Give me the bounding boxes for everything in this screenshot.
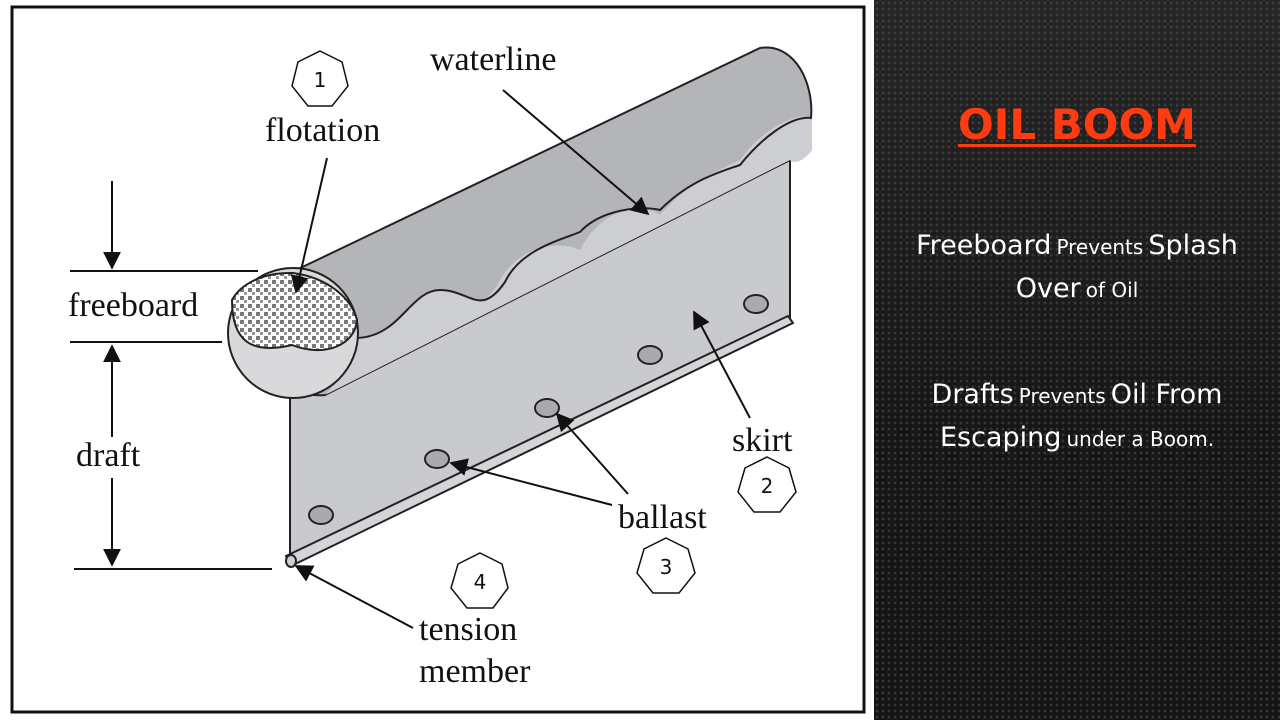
marker-ballast-number: 3	[660, 555, 673, 579]
ballast-label: ballast	[618, 499, 707, 536]
under-a-boom-words: under a Boom.	[1066, 427, 1215, 451]
marker-flotation: 1	[291, 50, 349, 107]
marker-tension-member: 4	[450, 552, 509, 609]
draft-label: draft	[76, 437, 141, 474]
waterline-label: waterline	[430, 41, 557, 78]
marker-skirt: 2	[737, 456, 797, 513]
waterline-arrow	[502, 89, 650, 216]
diagram-frame	[10, 5, 866, 714]
flotation-arrow	[290, 157, 328, 294]
ballast-weight	[637, 345, 663, 365]
skirt-arrow	[693, 310, 751, 419]
tension-member-label-line2: member	[419, 653, 531, 690]
freeboard-description: Freeboard Prevents Splash Over of Oil	[884, 226, 1270, 312]
freeboard-word: Freeboard	[916, 230, 1052, 261]
freeboard-label: freeboard	[68, 287, 198, 324]
flotation-foam-section	[230, 271, 359, 352]
slide-title: OIL BOOM	[958, 100, 1196, 149]
marker-ballast: 3	[636, 537, 696, 594]
splash-word: Splash	[1148, 230, 1238, 261]
prevents-word: Prevents	[1018, 384, 1106, 408]
oil-boom-diagram: waterline flotation freeboard draft skir…	[10, 5, 866, 714]
tension-member-arrow	[294, 565, 414, 629]
oil-from-words: Oil From	[1110, 379, 1223, 410]
ballast-arrow-right	[555, 412, 629, 495]
flotation-label: flotation	[265, 112, 380, 149]
marker-tension-member-number: 4	[474, 570, 487, 594]
escaping-word: Escaping	[939, 422, 1062, 453]
ballast-weight	[308, 505, 334, 525]
tension-member-end	[285, 554, 297, 568]
drafts-word: Drafts	[931, 379, 1014, 410]
ballast-weight	[743, 294, 769, 314]
skirt-label: skirt	[732, 422, 793, 459]
waterline-band	[325, 116, 812, 395]
ballast-weight	[424, 449, 450, 469]
of-oil-words: of Oil	[1085, 278, 1139, 302]
prevents-word: Prevents	[1056, 235, 1144, 259]
drafts-description: Drafts Prevents Oil From Escaping under …	[884, 375, 1270, 461]
ballast-arrow-left	[449, 458, 613, 506]
waterline-curve	[354, 116, 813, 339]
info-panel: OIL BOOM Freeboard Prevents Splash Over …	[874, 0, 1280, 720]
tension-member-label-line1: tension	[419, 611, 517, 648]
over-word: Over	[1015, 273, 1081, 304]
marker-flotation-number: 1	[314, 68, 327, 92]
marker-skirt-number: 2	[761, 474, 774, 498]
ballast-weight	[534, 398, 560, 418]
boom-diagram-panel: waterline flotation freeboard draft skir…	[10, 5, 866, 714]
